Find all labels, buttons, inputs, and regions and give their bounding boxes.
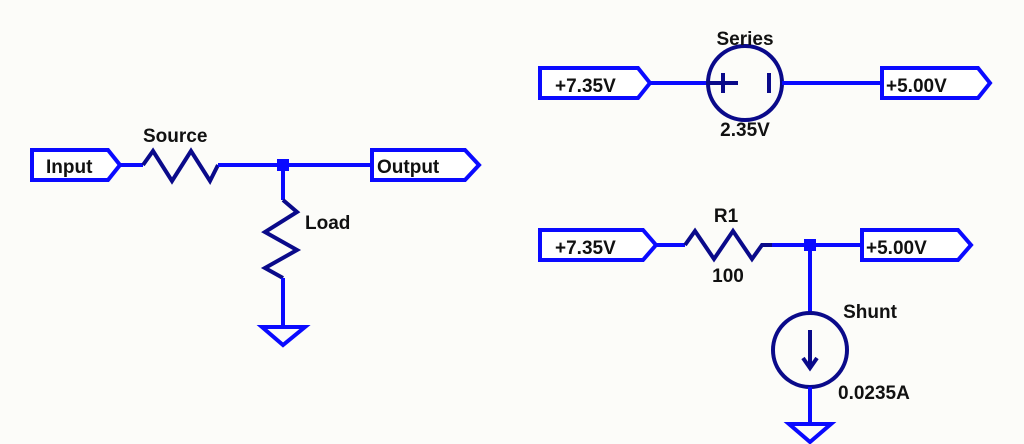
series-input-port[interactable] xyxy=(538,66,653,100)
r1-resistor[interactable] xyxy=(683,227,772,263)
voltage-divider-circuit: Input Source Output Load xyxy=(30,126,482,348)
load-resistor-label: Load xyxy=(305,213,350,234)
series-output-port-label: +5.00V xyxy=(886,76,947,97)
input-port-label: Input xyxy=(46,157,93,178)
shunt-input-port-label: +7.35V xyxy=(555,238,616,259)
series-output-port[interactable] xyxy=(880,66,993,100)
ground-icon xyxy=(783,422,837,444)
series-source-name: Series xyxy=(716,29,773,50)
source-resistor-label: Source xyxy=(143,126,207,147)
series-source-value: 2.35V xyxy=(720,120,770,141)
source-resistor[interactable] xyxy=(141,147,220,186)
shunt-source-name: Shunt xyxy=(843,302,897,323)
shunt-output-port[interactable] xyxy=(860,228,974,262)
series-source-circuit: +7.35V Series 2.35V +5.00V xyxy=(538,29,993,141)
r1-label: R1 xyxy=(714,206,739,227)
r1-value: 100 xyxy=(712,266,744,287)
shunt-source-circuit: +7.35V R1 100 +5.00V Shunt 0.0235A xyxy=(538,206,974,444)
ground-icon xyxy=(256,325,311,348)
output-port-label: Output xyxy=(377,157,440,178)
input-port[interactable] xyxy=(30,148,123,182)
series-input-port-label: +7.35V xyxy=(555,76,616,97)
load-resistor[interactable] xyxy=(260,198,302,280)
output-port[interactable] xyxy=(370,148,482,182)
current-arrow-head-icon xyxy=(801,356,819,372)
shunt-output-port-label: +5.00V xyxy=(866,238,927,259)
shunt-source-value: 0.0235A xyxy=(838,383,910,404)
shunt-input-port[interactable] xyxy=(538,228,659,262)
